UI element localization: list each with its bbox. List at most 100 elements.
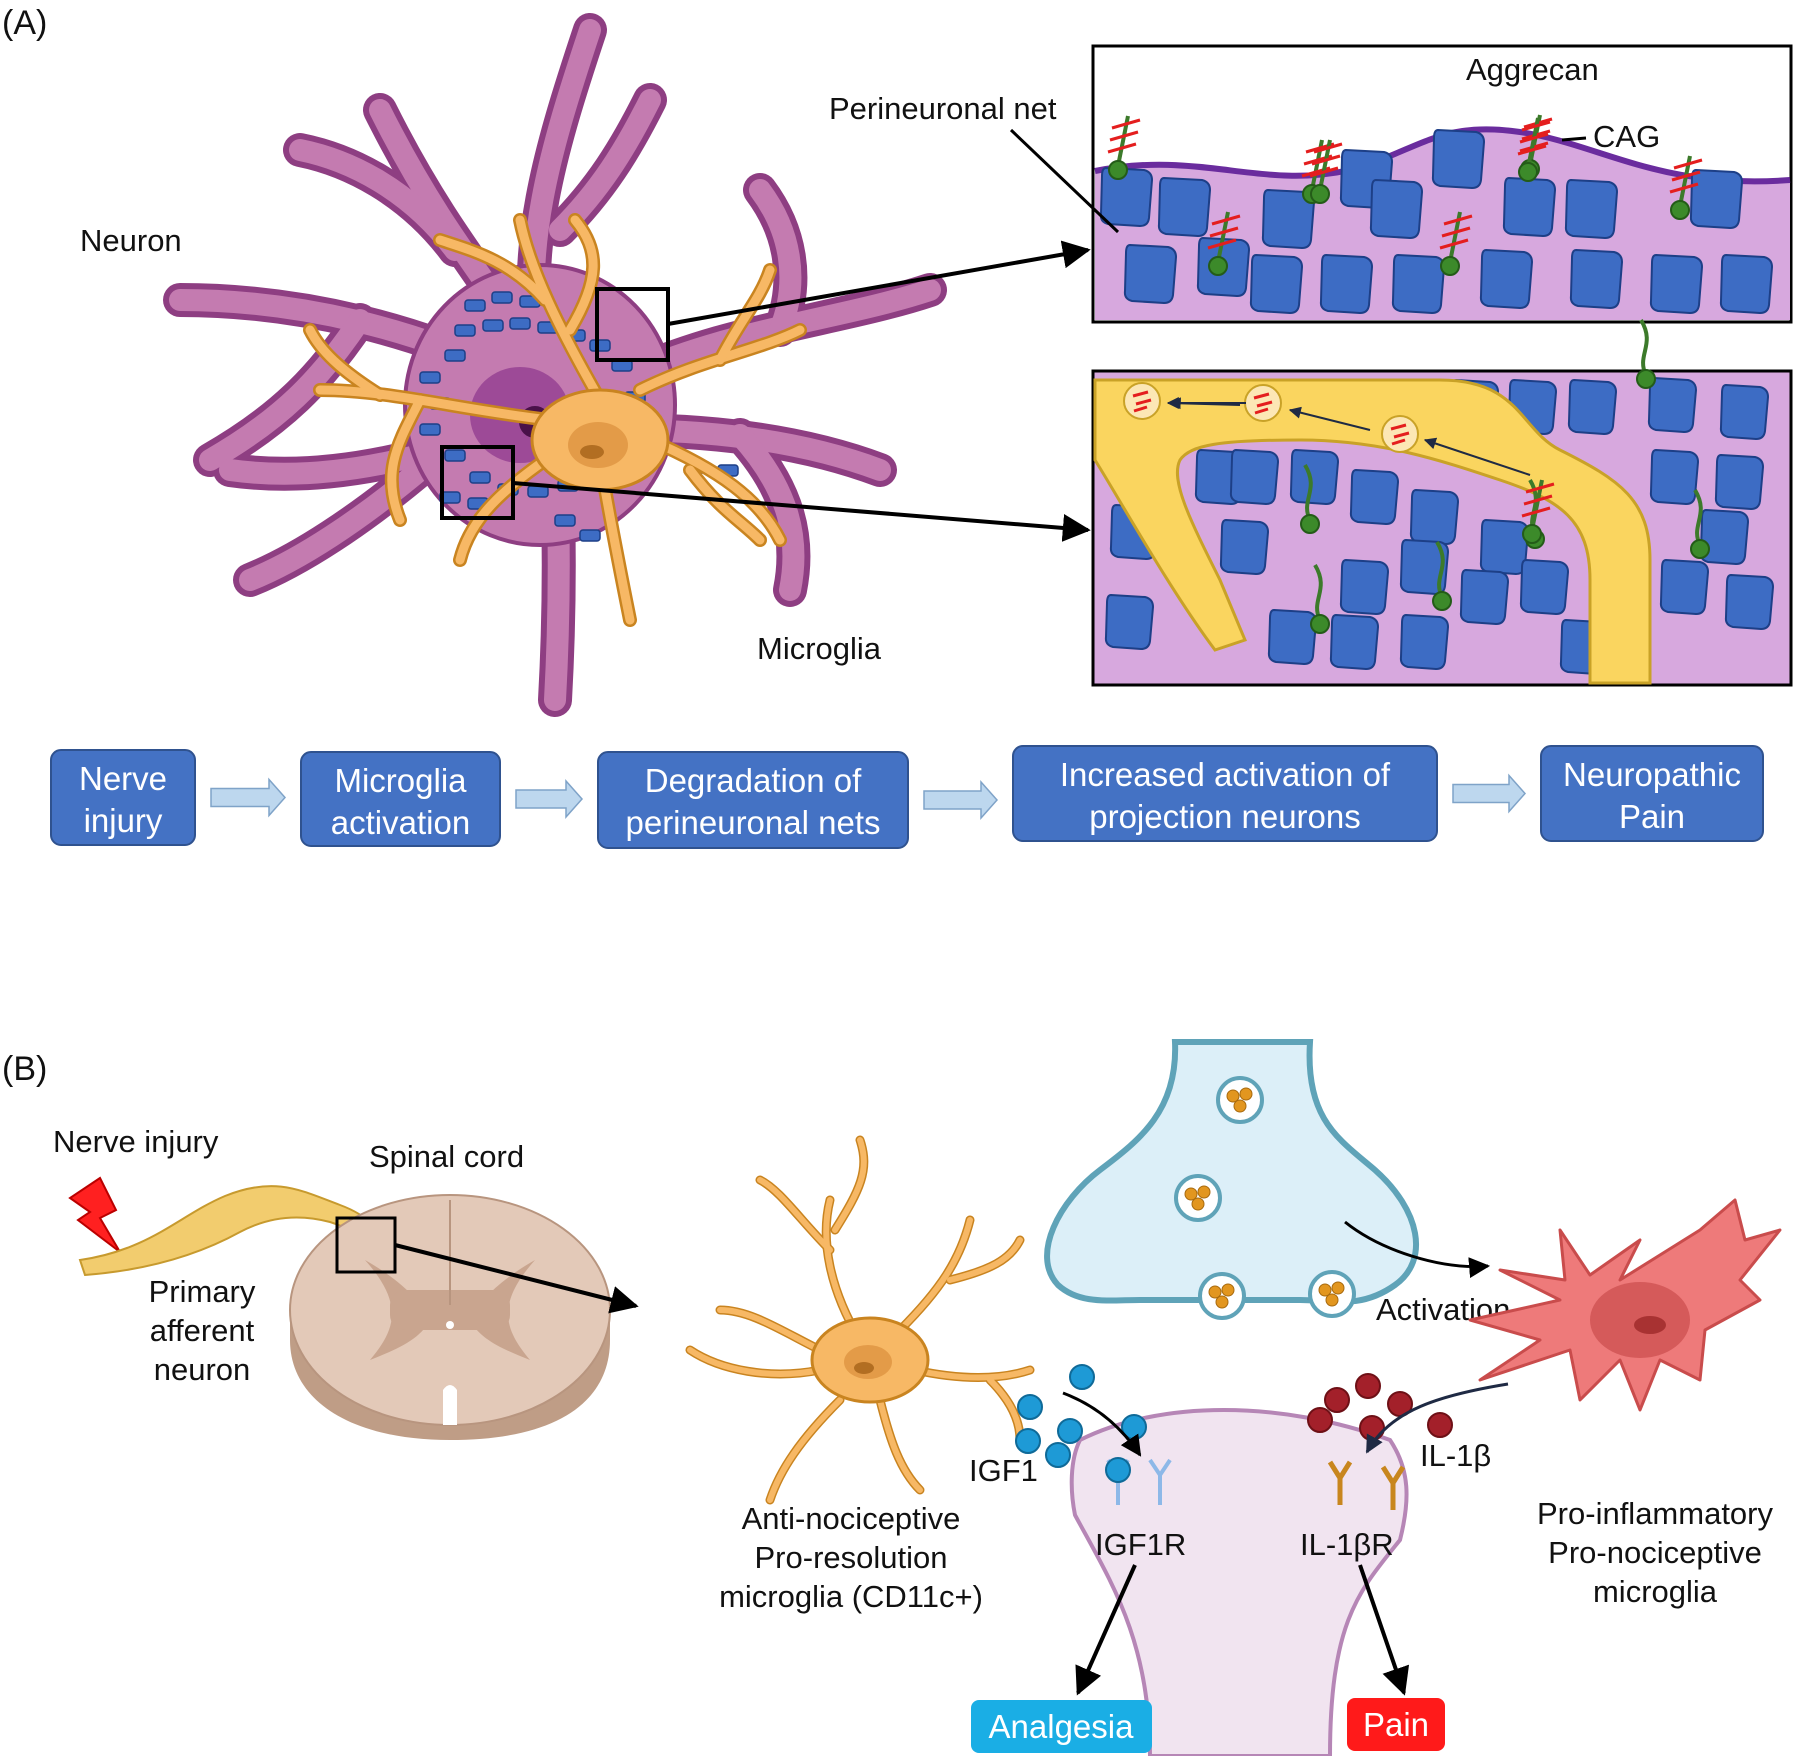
primary-afferent-line1: Primary bbox=[149, 1274, 256, 1309]
synaptic-vesicle bbox=[1174, 1174, 1222, 1222]
il1b-molecules bbox=[1307, 1373, 1453, 1441]
anti-noci-line2: Pro-resolution bbox=[755, 1540, 948, 1575]
flow-step-line1: Nerve bbox=[79, 760, 167, 797]
pro-inflam-line3: microglia bbox=[1593, 1574, 1718, 1609]
pnn-block bbox=[1567, 378, 1618, 436]
pain-arrow bbox=[1358, 1564, 1410, 1696]
primary-afferent-line3: neuron bbox=[154, 1352, 251, 1387]
aggrecan-molecule bbox=[1207, 211, 1241, 276]
aggrecan-molecule bbox=[1521, 479, 1555, 544]
pnn-block bbox=[1719, 383, 1770, 441]
pnn-block bbox=[1157, 176, 1212, 238]
aggrecan-label: Aggrecan bbox=[1466, 52, 1599, 87]
degradation-vesicle bbox=[1123, 382, 1161, 420]
flow-arrow bbox=[1452, 773, 1527, 814]
flow-step-line2: injury bbox=[84, 802, 163, 839]
pnn-block bbox=[1479, 248, 1534, 310]
pnn-block bbox=[1689, 168, 1744, 230]
il1b-molecule bbox=[1427, 1412, 1453, 1438]
pnn-block bbox=[1329, 613, 1380, 671]
neuron-cell bbox=[163, 13, 947, 717]
flow-arrow bbox=[210, 777, 287, 818]
panel-b-label: (B) bbox=[2, 1050, 47, 1088]
pain-label: Pain bbox=[1363, 1706, 1429, 1743]
zoom-arrow-lower bbox=[512, 481, 1091, 542]
pnn-block bbox=[1229, 448, 1280, 506]
pnn-block bbox=[1349, 468, 1400, 526]
igf1r-label: IGF1R bbox=[1095, 1527, 1186, 1562]
flow-step-1: Nerve injury bbox=[50, 749, 196, 846]
panel-a-label: (A) bbox=[2, 4, 47, 42]
flow-step-line2: projection neurons bbox=[1089, 798, 1361, 835]
degradation-vesicle bbox=[1244, 384, 1282, 422]
il1b-label: IL-1β bbox=[1420, 1438, 1491, 1473]
anti-nociceptive-microglia bbox=[685, 1135, 1035, 1505]
microglia-label: Microglia bbox=[757, 631, 882, 666]
pnn-degraded-panel bbox=[1091, 318, 1793, 687]
presynaptic-terminal bbox=[1044, 1039, 1419, 1320]
igf1-molecule bbox=[1105, 1457, 1131, 1483]
flow-step-line1: Increased activation of bbox=[1060, 756, 1391, 793]
pro-inflam-line2: Pro-nociceptive bbox=[1548, 1535, 1762, 1570]
cag-label: CAG bbox=[1593, 119, 1660, 154]
spinal-cord-label: Spinal cord bbox=[369, 1139, 524, 1174]
pnn-block bbox=[1391, 253, 1446, 315]
synaptic-vesicle bbox=[1216, 1076, 1264, 1124]
nerve-injury-label: Nerve injury bbox=[53, 1124, 219, 1159]
pnn-block bbox=[1519, 558, 1570, 616]
pnn-block bbox=[1219, 518, 1270, 576]
flow-step-line1: Degradation of bbox=[645, 762, 862, 799]
analgesia-arrow bbox=[1075, 1564, 1137, 1696]
igf1-molecule bbox=[1069, 1364, 1095, 1390]
flow-step-line1: Neuropathic bbox=[1563, 756, 1741, 793]
neuron-label: Neuron bbox=[80, 223, 182, 258]
pnn-block bbox=[1123, 243, 1178, 305]
aggrecan-molecule bbox=[1107, 115, 1141, 180]
flow-step-line2: Pain bbox=[1619, 798, 1685, 835]
analgesia-badge bbox=[971, 1700, 1152, 1753]
pnn-pointer bbox=[1009, 128, 1120, 234]
il1br-receptors bbox=[1327, 1460, 1406, 1510]
pnn-block bbox=[1289, 448, 1340, 506]
pnn-block bbox=[1569, 248, 1624, 310]
cleaved-aggrecan bbox=[1310, 563, 1330, 634]
pnn-block bbox=[1409, 488, 1460, 546]
pnn-block bbox=[1659, 558, 1710, 616]
pnn-block bbox=[1369, 178, 1424, 240]
igf1-molecule bbox=[1015, 1428, 1041, 1454]
pnn-block bbox=[1564, 178, 1619, 240]
pnn-block bbox=[1319, 253, 1374, 315]
flow-arrow bbox=[515, 779, 584, 819]
pnn-intact-panel bbox=[1091, 44, 1793, 324]
analgesia-label: Analgesia bbox=[989, 1708, 1135, 1745]
microglia-cell-a bbox=[303, 213, 807, 627]
anti-noci-line1: Anti-nociceptive bbox=[742, 1501, 961, 1536]
pnn-block bbox=[1699, 508, 1750, 566]
flow-step-line2: perineuronal nets bbox=[625, 804, 880, 841]
zoom-square-upper bbox=[595, 287, 670, 362]
igf1-molecule bbox=[1057, 1418, 1083, 1444]
transport-arrow bbox=[1288, 406, 1371, 431]
cleaved-aggrecan bbox=[1690, 488, 1710, 559]
cleaved-aggrecan bbox=[1300, 463, 1320, 534]
pnn-block bbox=[1249, 253, 1304, 315]
il1b-molecule bbox=[1324, 1387, 1350, 1413]
pro-inflam-line1: Pro-inflammatory bbox=[1537, 1496, 1773, 1531]
cleaved-aggrecan bbox=[1432, 540, 1452, 611]
il1b-molecule bbox=[1359, 1415, 1385, 1441]
spinal-cord-section bbox=[289, 1194, 611, 1440]
cag-pointer bbox=[1561, 136, 1587, 142]
pnn-block bbox=[1479, 518, 1530, 576]
pnn-block bbox=[1649, 448, 1700, 506]
zoom-square-lower bbox=[440, 445, 515, 520]
primary-afferent-line2: afferent bbox=[150, 1313, 255, 1348]
aggrecan-molecule bbox=[1517, 117, 1551, 182]
il1b-molecule bbox=[1307, 1407, 1333, 1433]
degradation-vesicle bbox=[1381, 415, 1419, 453]
pro-inflammatory-microglia bbox=[1468, 1198, 1782, 1412]
lightning-icon bbox=[68, 1176, 121, 1253]
